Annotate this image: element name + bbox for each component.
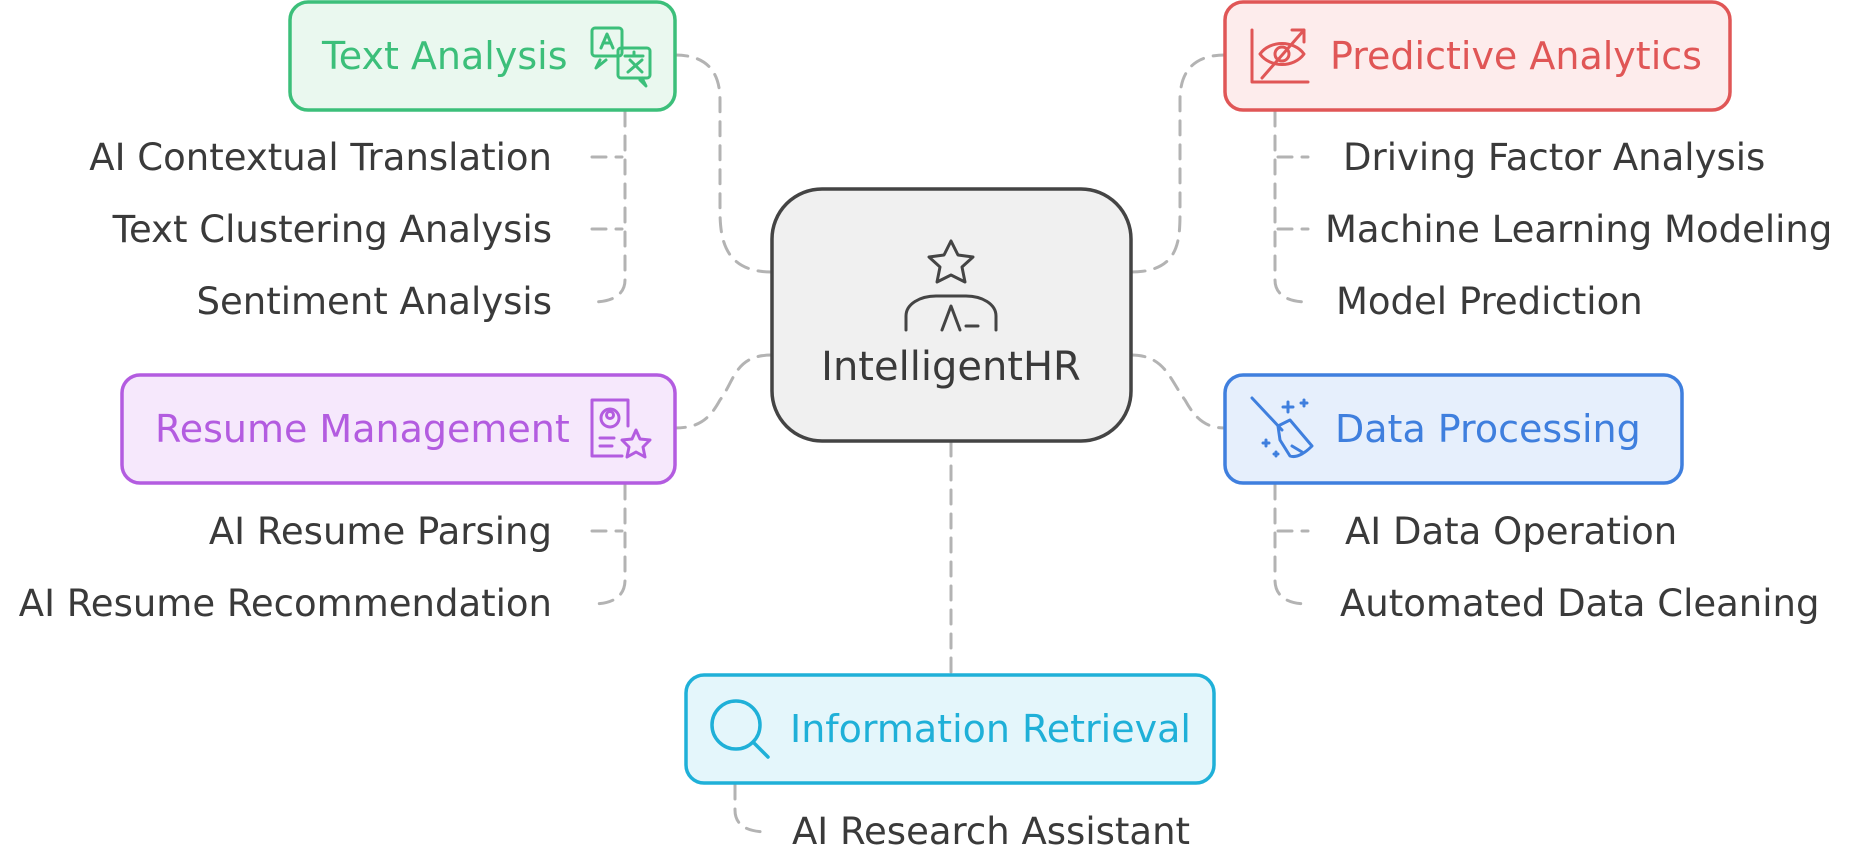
person-star-icon [904, 239, 998, 332]
list-item: Automated Data Cleaning [1340, 582, 1819, 625]
list-item: Text Clustering Analysis [112, 208, 552, 251]
branch-text-analysis: Text Analysis AI Contextual Translation … [89, 0, 677, 323]
list-item: AI Contextual Translation [89, 136, 552, 179]
broom-sparkle-icon [1250, 396, 1314, 458]
branch-title: Text Analysis [321, 34, 568, 78]
branch-box [120, 373, 677, 485]
branch-title: Information Retrieval [790, 707, 1191, 751]
branch-predictive-analytics: Predictive Analytics Driving Factor Anal… [1223, 0, 1832, 323]
branch-box [684, 673, 1216, 785]
list-item: Sentiment Analysis [197, 280, 552, 323]
branch-title: Resume Management [155, 407, 570, 451]
branch-box [1223, 373, 1684, 485]
branch-title: Data Processing [1335, 407, 1641, 451]
branch-data-processing: Data Processing AI Data Operation Automa… [1223, 373, 1819, 625]
list-item: Driving Factor Analysis [1343, 136, 1765, 179]
list-item: AI Data Operation [1345, 510, 1677, 553]
list-item: Model Prediction [1336, 280, 1643, 323]
connector-lines [590, 53, 1310, 834]
branch-resume-management: Resume Management AI Resume Parsing AI R… [19, 373, 677, 625]
branch-box [288, 0, 677, 112]
search-icon [710, 699, 770, 759]
resume-star-icon [590, 398, 652, 459]
center-label: IntelligentHR [821, 344, 1081, 390]
branch-information-retrieval: Information Retrieval AI Research Assist… [684, 673, 1216, 853]
list-item: AI Research Assistant [792, 810, 1190, 853]
eye-chart-icon [1250, 28, 1310, 84]
list-item: AI Resume Parsing [209, 510, 552, 553]
list-item: Machine Learning Modeling [1325, 208, 1832, 251]
list-item: AI Resume Recommendation [19, 582, 552, 625]
branch-title: Predictive Analytics [1330, 34, 1702, 78]
center-node: IntelligentHR [770, 187, 1133, 443]
branch-box [1223, 0, 1732, 112]
translate-icon [590, 26, 652, 88]
